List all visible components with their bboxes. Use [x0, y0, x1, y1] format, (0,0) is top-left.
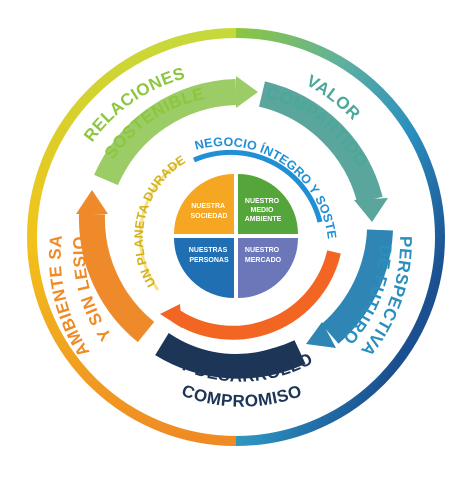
quadrant-medio-ambiente-label: NUESTRO MEDIO AMBIENTE — [245, 198, 282, 223]
quadrant-sociedad-label: NUESTRA SOCIEDAD — [191, 203, 228, 220]
band-green-arrow — [236, 76, 258, 108]
band-orange — [78, 213, 155, 343]
outer-ring — [27, 28, 445, 446]
outer-ring-right — [235, 28, 445, 446]
band-teal-arrow — [354, 198, 388, 222]
band-navy — [155, 332, 306, 379]
outer-ring-left — [27, 28, 237, 446]
band-orange-arrow — [76, 190, 108, 214]
middle-ring — [76, 76, 393, 379]
quadrant-mercado-label: NUESTRO MERCADO — [245, 247, 282, 264]
quadrant-medio-ambiente — [238, 174, 298, 234]
quadrant-personas-label: NUESTRAS PERSONAS — [189, 247, 229, 264]
band-teal — [258, 81, 383, 204]
inner-arc-negocio-band — [199, 129, 339, 233]
center-quadrants: NUESTRA SOCIEDAD NUESTRO MEDIO AMBIENTE … — [174, 174, 298, 298]
quadrant-personas — [174, 238, 234, 298]
band-green — [94, 79, 237, 186]
quadrant-sociedad — [174, 174, 234, 234]
band-blue — [321, 229, 393, 344]
inner-arc-negocio-underline — [193, 149, 323, 223]
band-blue-arrow — [306, 322, 336, 348]
inner-arc-bienestar-band — [172, 250, 341, 340]
quadrant-mercado — [238, 238, 298, 298]
inner-arc-planeta-band — [138, 160, 181, 291]
inner-arc-bienestar-arrow — [160, 304, 182, 328]
